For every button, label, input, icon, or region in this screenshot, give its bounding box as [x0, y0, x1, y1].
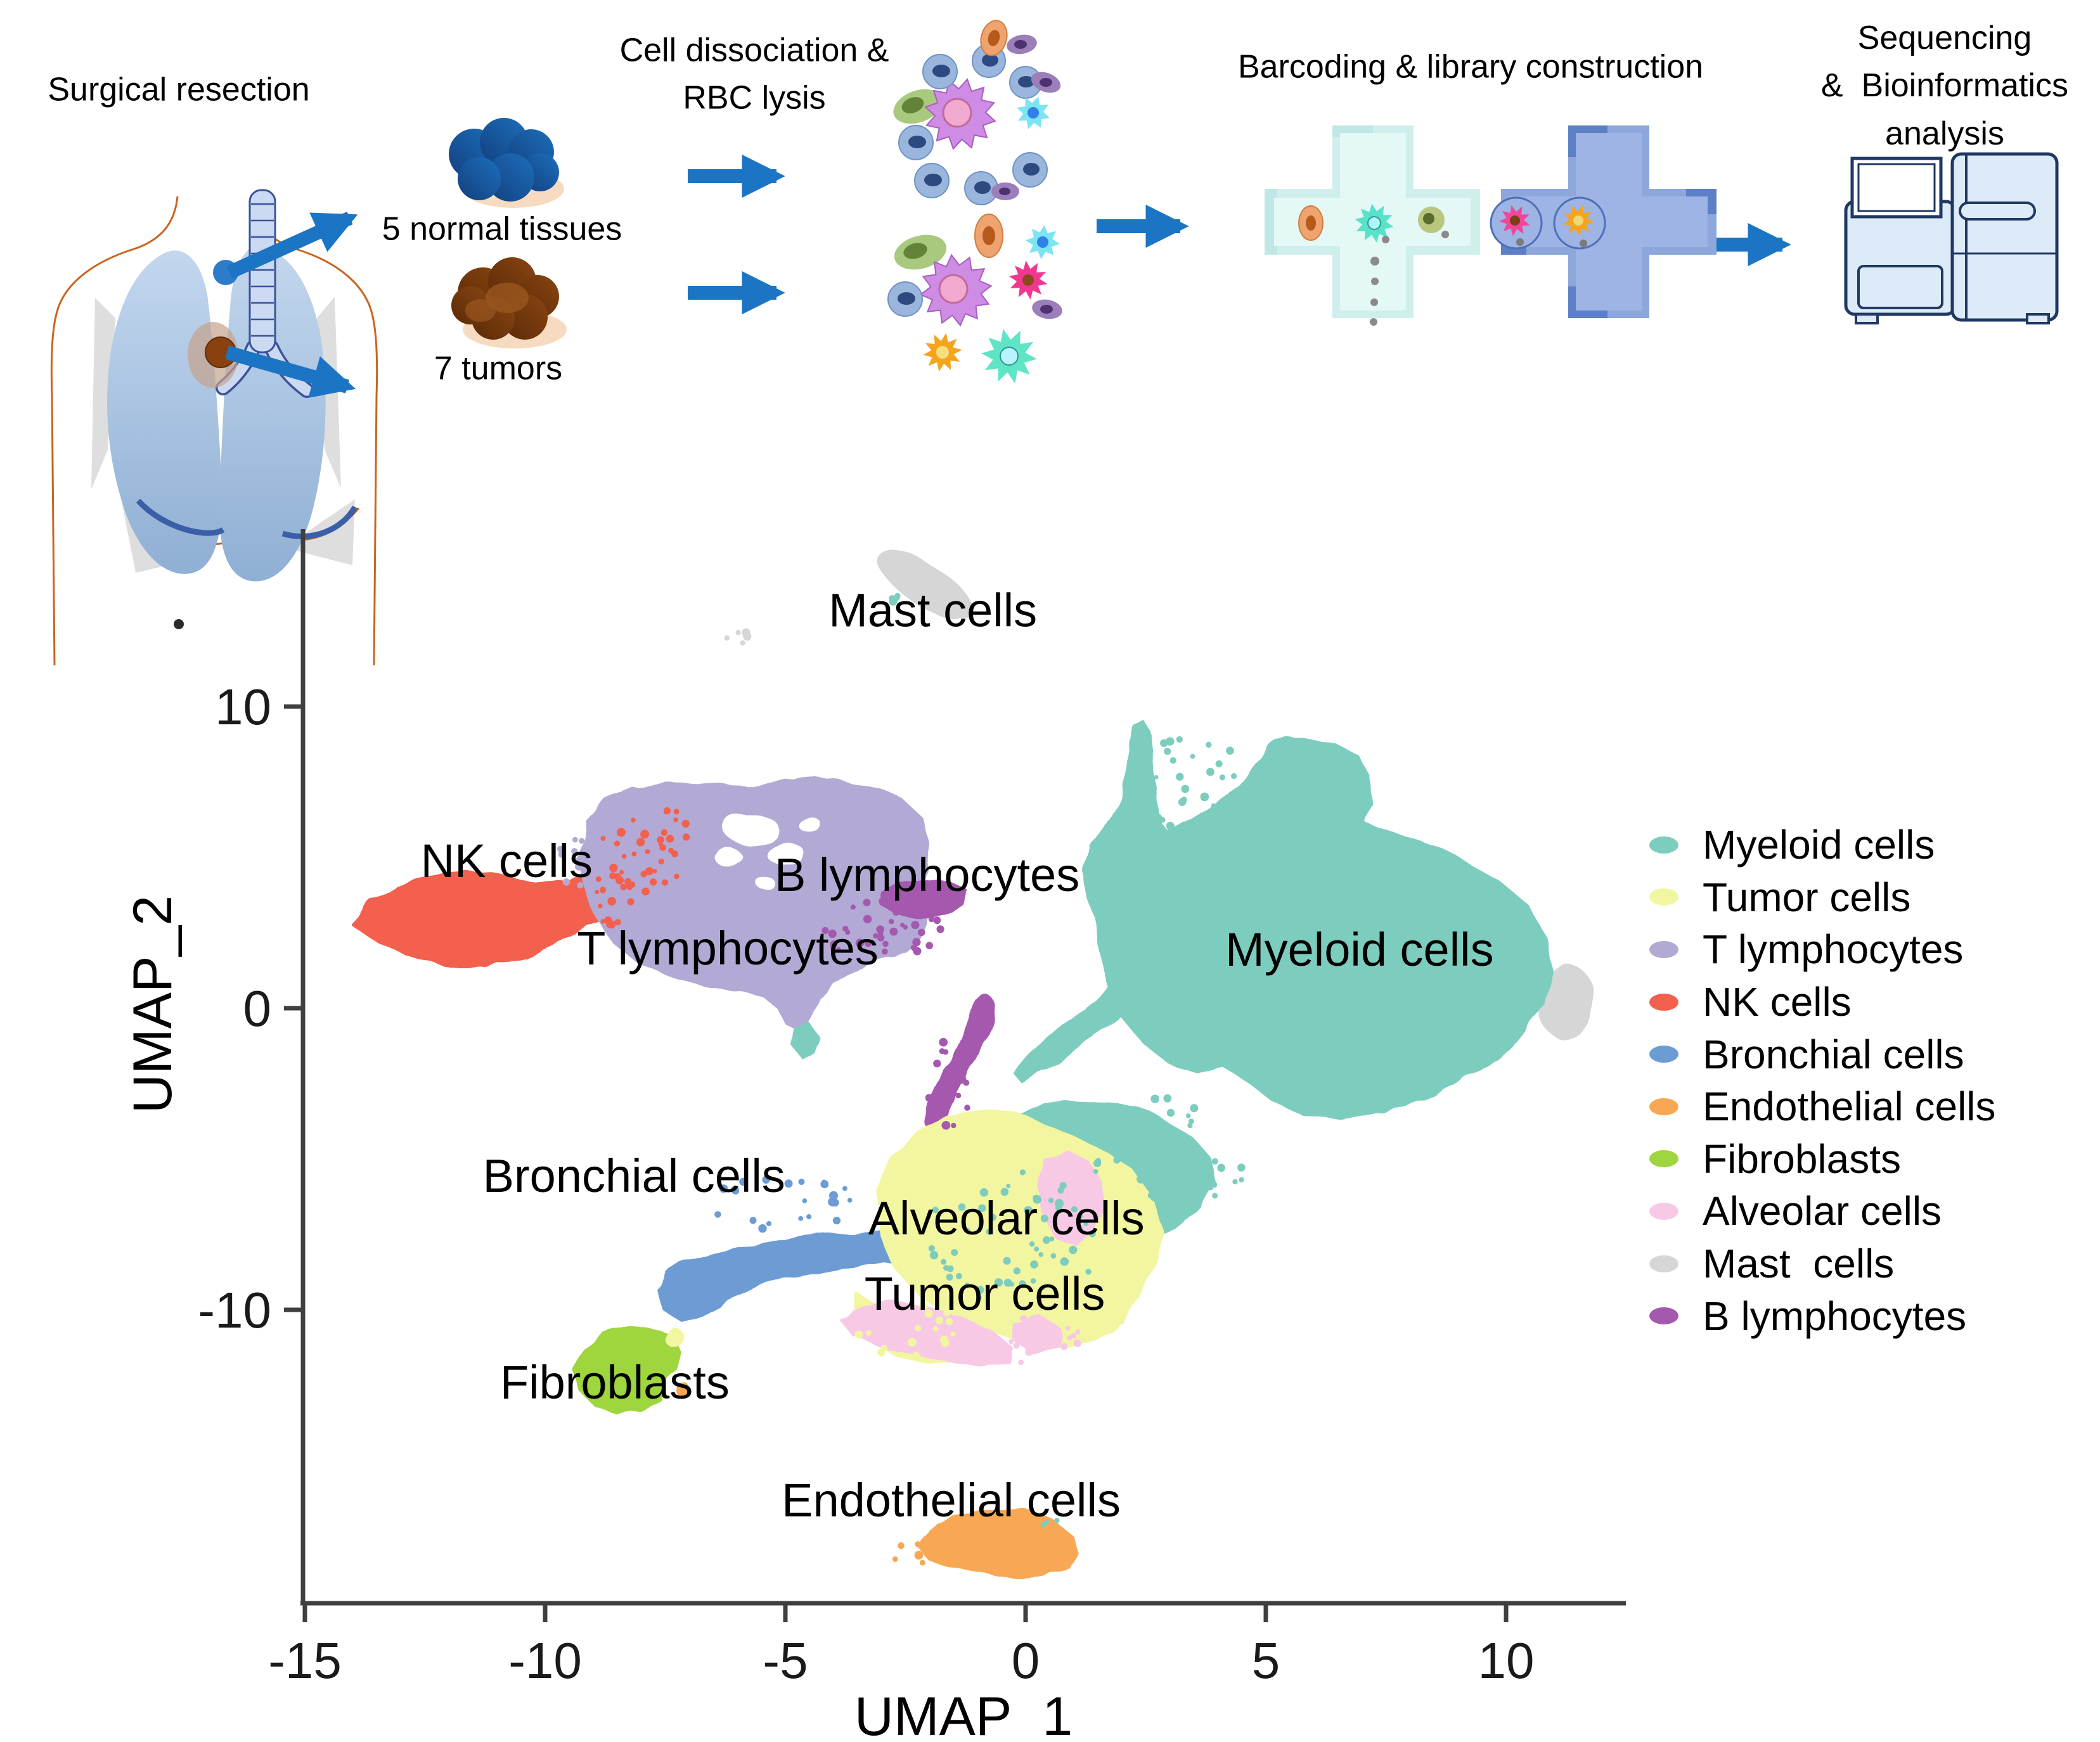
legend-label: Mast cells: [1703, 1241, 1895, 1287]
cluster-label-tumor: Tumor cells: [865, 1267, 1105, 1320]
x-tick-label: 5: [1252, 1632, 1280, 1689]
y-axis-title: UMAP_2: [122, 895, 183, 1113]
legend-label: Bronchial cells: [1703, 1031, 1964, 1077]
legend-item: Tumor cells: [1649, 871, 1996, 924]
t-cluster-holes: [714, 812, 820, 888]
legend-label: Endothelial cells: [1703, 1084, 1996, 1130]
cluster-label-tlymph: T lymphocytes: [577, 922, 879, 975]
arrow-tumor-sample: [224, 345, 356, 398]
legend-swatch: [1649, 993, 1678, 1011]
torso-dot: [174, 619, 184, 629]
armpit-shade-left: [91, 298, 115, 489]
legend-item: B lymphocytes: [1649, 1290, 1996, 1342]
legend-label: Alveolar cells: [1703, 1188, 1942, 1234]
barcoding-chip-cyan: [1265, 125, 1480, 326]
legend-swatch: [1649, 1150, 1678, 1168]
cluster-label-blymph: B lymphocytes: [775, 849, 1079, 901]
legend-swatch: [1649, 1202, 1678, 1220]
cluster-teal-tip-below-t: [792, 1022, 820, 1059]
legend-label: Tumor cells: [1703, 874, 1911, 920]
legend-swatch: [1649, 888, 1678, 906]
torso-outline-left: [50, 196, 179, 666]
cluster-label-alveolar: Alveolar cells: [868, 1192, 1145, 1245]
cluster-alveolar-2: [841, 1301, 1014, 1366]
x-tick-label: 0: [1012, 1632, 1040, 1689]
y-tick-label: -10: [198, 1282, 271, 1338]
legend-item: Bronchial cells: [1649, 1028, 1996, 1080]
cluster-label-nk: NK cells: [421, 835, 593, 887]
legend-label: T lymphocytes: [1703, 926, 1964, 973]
torso-illustration: [50, 189, 378, 666]
lung-left: [107, 250, 222, 574]
cluster-mast: [879, 551, 974, 621]
cluster-fibroblasts: [572, 1326, 683, 1414]
dissociated-cells-tumor: [887, 214, 1062, 383]
step-label-cell-dissociation: Cell dissociation & RBC lysis: [619, 32, 889, 117]
x-tick-label: 10: [1478, 1632, 1535, 1689]
x-tick-label: -10: [508, 1632, 582, 1689]
cluster-myeloid-spur: [1012, 982, 1138, 1083]
legend-label: Fibroblasts: [1703, 1136, 1901, 1182]
fibro-yellow-speck: [665, 1328, 685, 1348]
legend-swatch: [1649, 1046, 1678, 1063]
step-label-barcoding: Barcoding & library construction: [1237, 48, 1704, 86]
trachea-rings: [251, 203, 274, 337]
cluster-b-lymphocytes: [878, 879, 970, 916]
legend-item: Mast cells: [1649, 1238, 1996, 1290]
cluster-label-endothelial: Endothelial cells: [782, 1474, 1121, 1527]
legend-label: NK cells: [1703, 979, 1852, 1025]
x-tick-label: -5: [763, 1632, 808, 1689]
step-label-surgical-resection: Surgical resection: [48, 71, 310, 108]
legend-item: Fibroblasts: [1649, 1133, 1996, 1186]
lung-fissure-left: [136, 498, 225, 536]
scatter-speckles: [557, 592, 1246, 1566]
legend-swatch: [1649, 836, 1678, 854]
cluster-myeloid-main: [1083, 722, 1552, 1120]
legend-item: Myeloid cells: [1649, 819, 1996, 871]
legend-item: T lymphocytes: [1649, 923, 1996, 976]
umap-cluster-blobs: [353, 551, 1595, 1579]
legend-label: Myeloid cells: [1703, 822, 1935, 868]
trachea: [248, 189, 276, 354]
sample-label-tumors: 7 tumors: [434, 350, 563, 387]
legend-item: NK cells: [1649, 976, 1996, 1028]
cluster-label-mast: Mast cells: [828, 584, 1037, 637]
step-label-sequencing: Sequencing & Bioinformatics analysis: [1820, 19, 2069, 152]
legend-item: Alveolar cells: [1649, 1185, 1996, 1238]
lung-fissure-right: [281, 505, 358, 539]
sequencer-illustration: [1844, 152, 2059, 324]
legend-swatch: [1649, 1098, 1678, 1115]
legend-swatch: [1649, 1307, 1678, 1325]
lung-right: [219, 246, 326, 582]
sample-label-normal-tissues: 5 normal tissues: [382, 210, 622, 248]
barcoding-chip-blue: [1490, 125, 1717, 318]
workflow-arrows: [224, 154, 1791, 398]
normal-tissue-blob: [449, 118, 564, 208]
arrow-normal-sample: [226, 211, 358, 279]
cluster-label-myeloid: Myeloid cells: [1225, 923, 1494, 976]
cluster-label-fibroblast: Fibroblasts: [500, 1356, 730, 1409]
legend-swatch: [1649, 1255, 1678, 1272]
legend-label: B lymphocytes: [1703, 1293, 1967, 1339]
y-tick-label: 10: [215, 679, 271, 735]
cluster-b-streak: [923, 994, 995, 1130]
dissociated-cells-normal: [893, 20, 1061, 205]
fibro-orange-speck: [677, 1384, 692, 1399]
x-tick-label: -15: [268, 1632, 342, 1689]
tumor-blob: [451, 257, 567, 349]
cluster-label-bronchial: Bronchial cells: [483, 1150, 785, 1202]
x-axis-title: UMAP_1: [854, 1686, 1073, 1742]
legend-swatch: [1649, 940, 1678, 958]
y-tick-label: 0: [243, 980, 272, 1037]
cluster-endothelial: [918, 1508, 1079, 1579]
legend-item: Endothelial cells: [1649, 1080, 1996, 1133]
